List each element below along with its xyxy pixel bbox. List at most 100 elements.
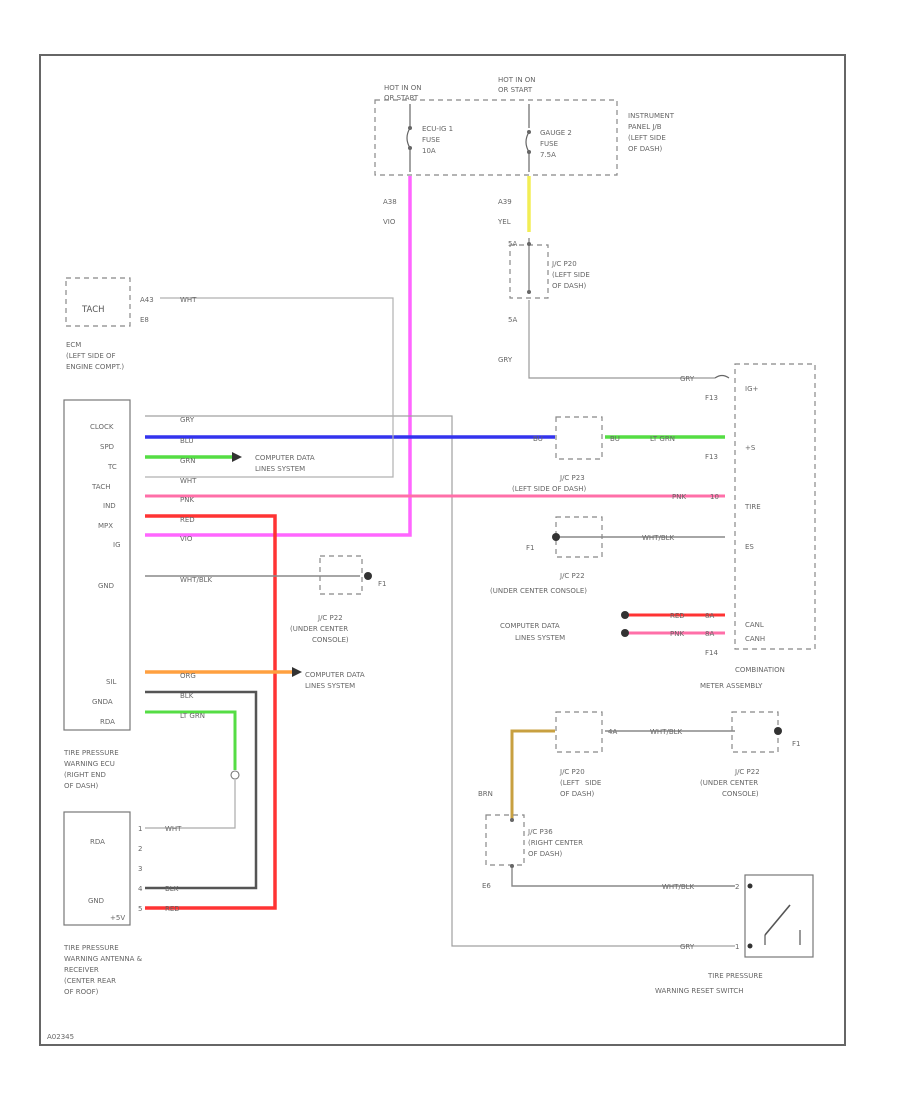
- panel-jb-line-3: (LEFT SIDE: [628, 134, 666, 142]
- meter-cd-line2: LINES SYSTEM: [515, 634, 565, 642]
- jc-p23-line-2: (LEFT SIDE OF DASH): [512, 485, 587, 493]
- reset-switch: WHT/BLK 2 GRY 1 TIRE PRESSURE WARNING RE…: [655, 874, 814, 995]
- bjc-brn: BRN: [478, 790, 493, 798]
- meter-gry: GRY: [680, 375, 695, 383]
- jc-p22-gnd-line-3: CONSOLE): [312, 636, 349, 644]
- jc-p23-tire-pin: 10: [710, 493, 719, 501]
- meter-conn-mid: F13: [705, 453, 718, 461]
- rcv-num-1: 1: [138, 825, 142, 833]
- ecu-pin-rda: RDA: [100, 718, 115, 726]
- wire-blk: [145, 690, 258, 890]
- wire-wht-rda: [145, 780, 236, 829]
- meter-conn-bottom: F14: [705, 649, 718, 657]
- jc-dash-line-2: (LEFT SIDE: [552, 271, 590, 279]
- ecu-pin-mpx: MPX: [98, 522, 113, 530]
- jc-dash-wire: GRY: [498, 356, 513, 364]
- bjc-ground: F1: [792, 740, 800, 748]
- fuse2-amp: 7.5A: [540, 151, 556, 159]
- hot-label-1: HOT IN ON: [384, 84, 422, 92]
- tpw-ecu-block: CLOCK SPD TC TACH IND MPX IG GND SIL GND…: [63, 399, 213, 790]
- jc-p23-tire-wire: PNK: [672, 493, 686, 501]
- fuse2-fuse: FUSE: [540, 140, 558, 148]
- ecm-line-2: (LEFT SIDE OF: [66, 352, 116, 360]
- ecm-tach: TACH: [81, 305, 105, 315]
- ecu-wire-pnk: PNK: [180, 496, 194, 504]
- hot-label-2: HOT IN ON: [498, 76, 536, 84]
- ecu-pin-tach: TACH: [91, 483, 111, 491]
- ecu-wire-grn: GRN: [180, 457, 196, 465]
- ecu-line-4: OF DASH): [64, 782, 99, 790]
- diagram-frame: [39, 54, 846, 1046]
- cd-sil-line2: LINES SYSTEM: [305, 682, 355, 690]
- fuse1-name: ECU-IG 1: [422, 125, 453, 133]
- meter-wire-pnk: PNK: [670, 630, 684, 638]
- bjc-j6-1: J/C P36: [527, 828, 553, 836]
- ecu-wire-blk: BLK: [180, 692, 194, 700]
- jc-p23: BU BU LT GRN J/C P23 (LEFT SIDE OF DASH)…: [512, 416, 719, 501]
- rcv-line-3: RECEIVER: [64, 966, 99, 974]
- jc-p20-dash: 5A J/C P20 (LEFT SIDE OF DASH) 5A GRY: [498, 238, 590, 364]
- jc-p22-gnd-line-1: J/C P22: [317, 614, 343, 622]
- ecm-line-1: ECM: [66, 341, 81, 349]
- jc-p22-gnd-line-2: (UNDER CENTER: [290, 625, 348, 633]
- rcv-num-5: 5: [138, 905, 142, 913]
- bjc-left-2: (LEFT: [560, 779, 580, 787]
- bjc-left-3: SIDE: [585, 779, 601, 787]
- wire-gry-clock: [145, 415, 735, 947]
- ecm-pin: A43: [140, 296, 154, 304]
- fuse-section: HOT IN ON OR START HOT IN ON OR START EC…: [374, 76, 675, 226]
- ecu-pin-spd: SPD: [100, 443, 114, 451]
- ecm-wire: WHT: [180, 296, 197, 304]
- fuse2-pin: A39: [498, 198, 512, 206]
- wire-gry-meter: [528, 300, 715, 379]
- fuse1-amp: 10A: [422, 147, 436, 155]
- bjc-left-4: OF DASH): [560, 790, 595, 798]
- ecm-line-3: ENGINE COMPT.): [66, 363, 124, 371]
- wire-brn: [510, 729, 555, 820]
- ecm-conn: E8: [140, 316, 149, 324]
- meter-pin-tire: TIRE: [744, 503, 761, 511]
- switch-wire-1: WHT/BLK: [662, 883, 695, 891]
- rcv-num-3: 3: [138, 865, 142, 873]
- jc-p22-es-line-2: (UNDER CENTER CONSOLE): [490, 587, 587, 595]
- fuse2-wire: YEL: [497, 218, 511, 226]
- cd-tc-line2: LINES SYSTEM: [255, 465, 305, 473]
- jc-p22-es: F1 WHT/BLK J/C P22 (UNDER CENTER CONSOLE…: [490, 516, 675, 595]
- ecu-wire-blu: BLU: [180, 437, 193, 445]
- ecu-wire-gry: GRY: [180, 416, 195, 424]
- ecu-wire-wht: WHT: [180, 477, 197, 485]
- wire-wht-blk-switch: [511, 868, 735, 887]
- rcv-line-2: WARNING ANTENNA &: [64, 955, 143, 963]
- ecu-pin-ig: IG: [113, 541, 121, 549]
- bjc-j6-3: OF DASH): [528, 850, 563, 858]
- ecu-line-1: TIRE PRESSURE: [63, 749, 119, 757]
- meter-cd-line1: COMPUTER DATA: [500, 622, 560, 630]
- meter-pin-a: 8A: [705, 612, 714, 620]
- jc-p23-line-1: J/C P23: [559, 474, 585, 482]
- hot-label-1b: OR START: [384, 94, 419, 102]
- jc-p22-es-wire: WHT/BLK: [642, 534, 675, 542]
- wire-layer: [145, 176, 735, 947]
- bjc-j6-2: (RIGHT CENTER: [528, 839, 583, 847]
- panel-jb-line-1: INSTRUMENT: [628, 112, 675, 120]
- meter-pin-canl: CANL: [745, 621, 764, 629]
- switch-line-2: WARNING RESET SWITCH: [655, 987, 743, 995]
- ecu-wire-wht-blk: WHT/BLK: [180, 576, 213, 584]
- bjc-wire: WHT/BLK: [650, 728, 683, 736]
- bjc-e6: E6: [482, 882, 491, 890]
- cd-tc-line1: COMPUTER DATA: [255, 454, 315, 462]
- bjc-pin: 4A: [608, 728, 617, 736]
- ecu-wire-lt-grn: LT GRN: [180, 712, 205, 720]
- fuse1-pin: A38: [383, 198, 397, 206]
- cd-sil-line1: COMPUTER DATA: [305, 671, 365, 679]
- panel-jb-line-4: OF DASH): [628, 145, 663, 153]
- ecu-line-2: WARNING ECU: [64, 760, 115, 768]
- rcv-wire-red: RED: [165, 905, 180, 913]
- jc-p23-wire-out: LT GRN: [650, 435, 675, 443]
- bjc-right-2: (UNDER CENTER: [700, 779, 758, 787]
- panel-jb-line-2: PANEL J/B: [628, 123, 662, 131]
- ecu-pin-gnd: GND: [98, 582, 114, 590]
- instrument-panel-jb-box: [374, 99, 618, 176]
- meter-pin-es: ES: [745, 543, 754, 551]
- meter-pin-b: 8A: [705, 630, 714, 638]
